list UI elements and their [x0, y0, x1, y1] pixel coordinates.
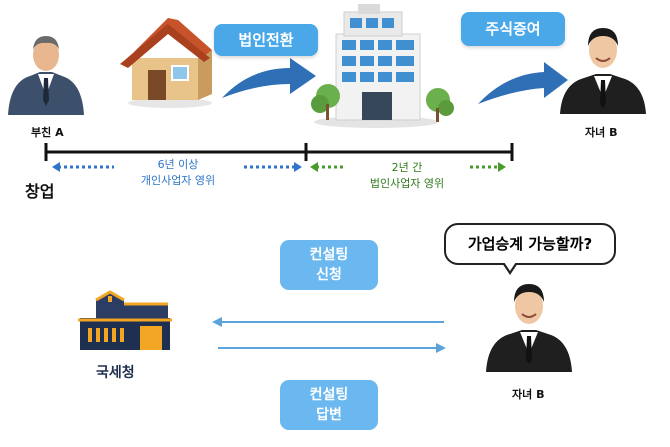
consult-answer-box: 컨설팅 답변: [280, 380, 378, 430]
child-person-icon-bottom: [486, 284, 572, 372]
answer-arrow: [218, 343, 446, 353]
consult-answer-line1: 컨설팅: [309, 387, 349, 403]
consult-request-line1: 컨설팅: [309, 247, 349, 263]
corp-period-text: 2년 간 법인사업자 영위: [340, 160, 474, 192]
conversion-arrow: [222, 58, 316, 98]
founder-person-icon: [8, 36, 84, 115]
gift-tag: 주식증여: [461, 12, 565, 46]
child-label-bottom: 자녀 B: [512, 388, 545, 401]
start-label: 창업: [25, 182, 55, 201]
sole-period-dotted-arrows: [52, 162, 302, 172]
house-icon: [120, 18, 212, 108]
tax-office-building-icon: [78, 290, 172, 350]
sole-period-line1: 6년 이상: [157, 158, 199, 171]
request-arrow: [212, 317, 444, 327]
corp-period-dotted-arrows: [310, 162, 506, 172]
founder-label: 부친 A: [31, 126, 64, 139]
tax-office-label: 국세청: [96, 365, 135, 381]
child-label-top: 자녀 B: [585, 126, 618, 139]
sole-period-text: 6년 이상 개인사업자 영위: [110, 157, 246, 189]
timeline: [44, 143, 514, 161]
conversion-tag: 법인전환: [214, 24, 318, 56]
sole-period-line2: 개인사업자 영위: [140, 174, 216, 187]
corp-period-line2: 법인사업자 영위: [369, 177, 445, 190]
building-icon: [311, 4, 454, 128]
consult-answer-line2: 답변: [316, 407, 342, 423]
gift-arrow: [478, 62, 568, 104]
corp-period-line1: 2년 간: [391, 161, 423, 174]
consult-request-box: 컨설팅 신청: [280, 240, 378, 290]
child-person-icon-top: [560, 28, 646, 114]
consult-request-line2: 신청: [316, 267, 342, 283]
question-speech-bubble: 가업승계 가능할까?: [444, 223, 616, 275]
